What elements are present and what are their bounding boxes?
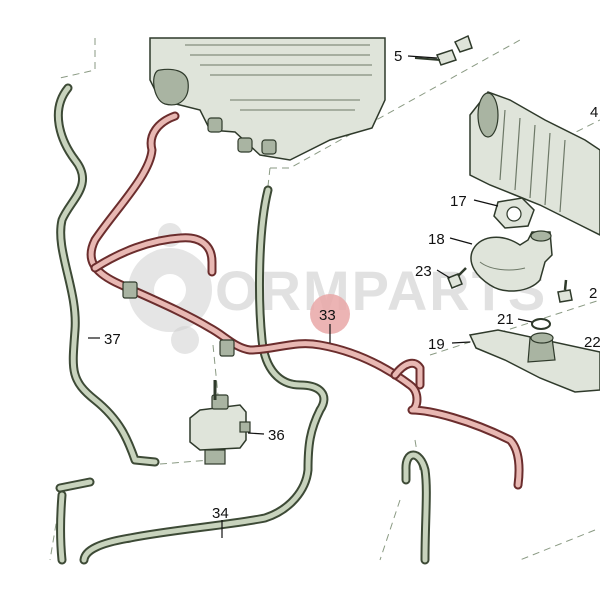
callout-37: 37: [104, 331, 121, 348]
leader-lines: [88, 55, 533, 538]
callout-23: 23: [415, 263, 432, 280]
callout-4: 4: [590, 104, 598, 121]
hose-center-green: [79, 185, 329, 565]
valve-36: [189, 380, 251, 465]
hose-right-green: [401, 450, 431, 565]
hose-37: [53, 83, 160, 467]
callout-2: 2: [589, 285, 597, 302]
callout-5: 5: [394, 48, 402, 65]
callout-33: 33: [319, 307, 336, 324]
bolt-23: [447, 267, 467, 289]
oring-21: [531, 318, 551, 330]
callout-17: 17: [450, 193, 467, 210]
callout-19: 19: [428, 336, 445, 353]
intake-module: [149, 37, 386, 161]
callout-34: 34: [212, 505, 229, 522]
callout-18: 18: [428, 231, 445, 248]
callout-22: 22: [584, 334, 600, 351]
elbow-18: [470, 230, 553, 292]
bracket-19: [468, 329, 600, 393]
bolt-5: [414, 34, 473, 66]
callout-21: 21: [497, 311, 514, 328]
manifold-tube: [469, 91, 600, 236]
gasket-17: [493, 197, 535, 229]
hose-34: [55, 477, 95, 565]
callout-highlight-33: [310, 294, 350, 334]
bolt-2: [557, 279, 573, 303]
callout-labels: 5 4 17 18 23 2 21 22 19 33 37 36 34: [104, 48, 600, 522]
hose-33: [86, 111, 524, 490]
callout-36: 36: [268, 427, 285, 444]
